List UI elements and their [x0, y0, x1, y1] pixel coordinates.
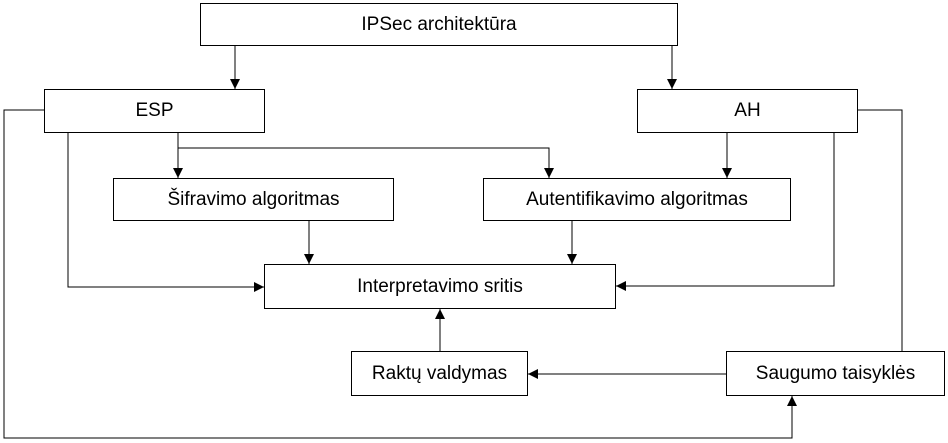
edge-esp-autentifikavimo	[178, 147, 554, 178]
node-autentifikavimo-algoritmas: Autentifikavimo algoritmas	[483, 178, 791, 221]
node-label: Šifravimo algoritmas	[167, 188, 340, 210]
edge-ah-saugumo	[858, 109, 903, 351]
node-label: IPSec architektūra	[361, 13, 517, 35]
edge-esp-saugumo	[3, 109, 797, 439]
node-sifravimo-algoritmas: Šifravimo algoritmas	[113, 178, 394, 221]
node-ipsec-architektura: IPSec architektūra	[200, 3, 678, 46]
node-raktu-valdymas: Raktų valdymas	[351, 351, 528, 396]
node-saugumo-taisykles: Saugumo taisyklės	[726, 351, 945, 396]
node-esp: ESP	[44, 89, 265, 133]
node-label: Saugumo taisyklės	[755, 362, 916, 384]
edge-esp-interpretavimo	[67, 133, 264, 292]
node-label: Autentifikavimo algoritmas	[526, 188, 748, 210]
node-label: AH	[734, 100, 761, 121]
node-label: Raktų valdymas	[371, 362, 508, 384]
node-ah: AH	[637, 89, 858, 133]
node-label: ESP	[135, 100, 174, 121]
node-label: Interpretavimo sritis	[357, 275, 523, 297]
edge-ah-interpretavimo	[616, 133, 835, 291]
node-interpretavimo-sritis: Interpretavimo sritis	[264, 264, 616, 309]
